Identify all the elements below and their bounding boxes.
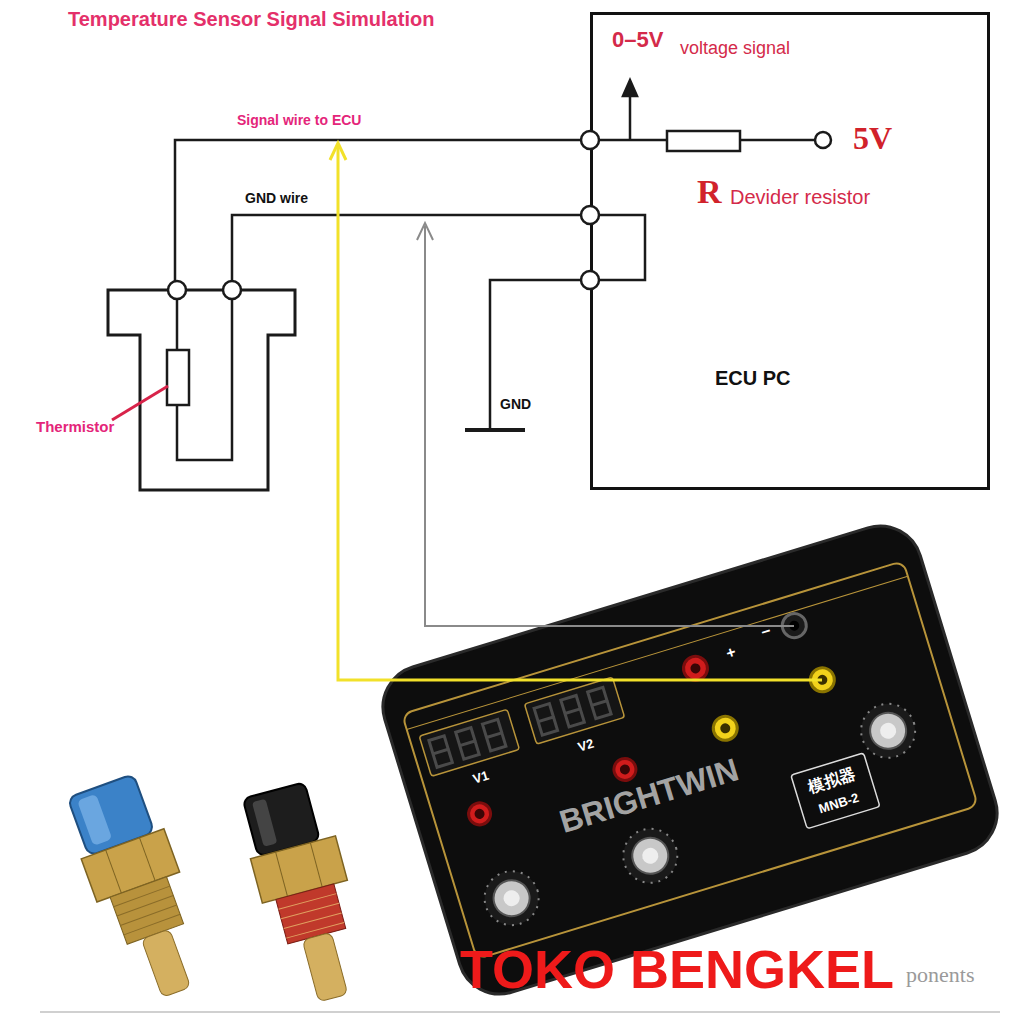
banana-jack [611,756,638,783]
control-knob [878,721,898,741]
display-window [419,677,624,776]
blue-sensor-photo [110,877,183,945]
thermistor-wiring [176,290,179,350]
signal-wire [175,140,590,290]
connector-terminal [168,131,599,299]
diagram-title: Temperature Sensor Signal Simulation [68,8,434,31]
seven-segment-digit [429,736,452,767]
connector-terminal [581,206,599,224]
node-label: ECU PC [715,367,791,390]
resistor-symbol-name: R [697,172,722,211]
ecu-internal-circuit [667,131,740,151]
baseline-rule [40,1011,1000,1013]
display-window [524,677,624,744]
control-knob [489,876,534,921]
ground-name: GND [500,396,531,412]
ecu-internal-circuit [815,132,831,148]
simulator-device [373,516,1008,1005]
model-badge [791,753,880,829]
control-knob [478,864,545,931]
control-knob [617,822,684,889]
connector-terminal [168,281,186,299]
ecu-internal-circuit [590,215,645,280]
seven-segment-digit [456,728,479,759]
control-knob [866,708,911,753]
test-lead [330,143,346,160]
ecu-internal-circuit [590,80,831,280]
seven-segment-digit [588,687,611,718]
wire-name: Signal wire to ECU [237,112,361,128]
blue-sensor-photo [114,886,181,935]
thermistor-wiring [167,290,232,460]
connector-terminal [223,281,241,299]
signal-name: voltage signal [680,38,790,59]
black-sensor-photo [302,932,348,1002]
shop-name: TOKO BENGKEL [460,938,894,1000]
wire-name: GND wire [245,190,308,206]
connector-terminal [581,271,599,289]
seven-segment-digit [429,687,611,767]
blue-sensor-photo [77,794,112,846]
seven-segment-digit [482,719,505,750]
signal-range: 0–5V [612,27,663,52]
ground-symbol [465,280,590,430]
seven-segment-digit [561,695,584,726]
blue-sensor-photo [141,929,190,998]
banana-jack [689,662,701,674]
seven-segment-digit [534,704,557,735]
black-sensor-photo [235,778,376,1009]
control-knob [502,888,522,908]
blue-sensor-photo [139,838,155,881]
supply-voltage: 5V [853,120,892,157]
ground-symbol [490,280,590,428]
connector-terminal [581,131,599,149]
test-lead [425,226,794,626]
sensor-housing [108,290,295,490]
thermistor-wiring [167,350,189,405]
banana-jack [473,808,485,820]
blue-sensor-photo [60,770,218,1007]
banana-jack [466,800,493,827]
signal-wire [175,140,590,290]
leader-line [112,386,168,420]
ecu-internal-circuit [590,139,667,142]
control-knob [628,833,673,878]
simulator-device [373,516,1008,1005]
sensor-housing [108,290,295,490]
test-lead [417,223,433,240]
part-name: Thermistor [36,418,114,435]
test-lead [330,143,822,680]
simulator-device [402,561,978,959]
black-sensor-photo [276,884,346,944]
banana-jack [710,713,740,743]
control-knob [463,697,936,932]
control-knob [640,846,660,866]
banana-jack [719,722,731,734]
black-sensor-photo [310,843,322,887]
banana-jack [619,763,631,775]
ecu-internal-circuit [623,80,637,96]
ecu-internal-circuit [740,139,815,142]
blue-sensor-photo [106,850,122,893]
part-name: Devider resistor [730,186,870,209]
watermark: ponents [906,962,974,987]
test-lead [338,146,822,680]
ecu-box: ECU PC [590,12,990,490]
display-window [419,709,519,776]
black-sensor-photo [276,852,288,896]
black-sensor-photo [278,894,344,939]
black-sensor-photo [252,799,277,847]
ground-symbol [465,428,525,432]
simulator-device [407,576,908,729]
